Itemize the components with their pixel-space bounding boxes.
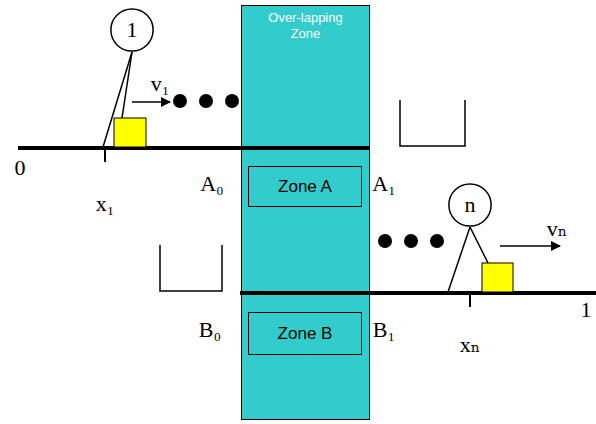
person-number: n	[465, 191, 476, 219]
dot	[199, 94, 213, 108]
axis-label: A₀	[200, 173, 224, 195]
symbol-label: B₁	[373, 317, 395, 342]
zone-title: Over-lapping Zone	[260, 10, 352, 43]
person-body	[448, 227, 470, 292]
person-head: n	[448, 183, 492, 227]
overlap-zone: Zone A Zone B Over-lapping Zone	[241, 5, 370, 420]
head-circle	[111, 9, 153, 51]
position-tick	[104, 148, 106, 162]
overlap-band-fill	[241, 5, 370, 420]
person-body	[122, 52, 132, 118]
dot	[225, 94, 239, 108]
zone-label: Zone A	[278, 176, 332, 197]
symbol-label: A₀	[200, 171, 224, 196]
axis-label: vₙ	[547, 218, 568, 240]
symbol-label: 1	[581, 297, 592, 322]
axis-label: v₁	[151, 73, 170, 95]
bin	[160, 245, 222, 291]
axis-label: B₁	[373, 319, 395, 341]
axis-label: B₀	[199, 319, 221, 341]
symbol-label: 0	[15, 155, 26, 180]
axis-label: 0	[15, 157, 26, 179]
symbol-label: vₙ	[547, 216, 568, 241]
axis-label: A₁	[372, 173, 396, 195]
dot	[378, 234, 392, 248]
axis-label: xₙ	[460, 334, 481, 356]
symbol-label: v₁	[151, 71, 170, 96]
symbol-label: x₁	[96, 191, 115, 216]
zone-box: Zone A	[248, 166, 362, 207]
track-a	[18, 146, 370, 150]
dot	[404, 234, 418, 248]
person-number: 1	[127, 16, 138, 44]
velocity-arrow	[132, 101, 170, 103]
zone-box: Zone B	[248, 312, 362, 355]
track-b	[240, 291, 596, 295]
head-circle	[449, 184, 491, 226]
axis-label: x₁	[96, 193, 115, 215]
person-body	[470, 227, 488, 263]
dot	[430, 234, 444, 248]
axis-label: 1	[581, 299, 592, 321]
zone-label: Zone B	[278, 323, 333, 344]
symbol-label: A₁	[372, 171, 396, 196]
yellow-box	[114, 118, 146, 147]
bin	[400, 100, 465, 146]
person-head: 1	[110, 8, 154, 52]
velocity-arrow	[500, 245, 560, 247]
yellow-box	[482, 263, 513, 292]
symbol-label: xₙ	[460, 332, 481, 357]
symbol-label: B₀	[199, 317, 221, 342]
position-tick	[469, 293, 471, 307]
dot	[173, 94, 187, 108]
